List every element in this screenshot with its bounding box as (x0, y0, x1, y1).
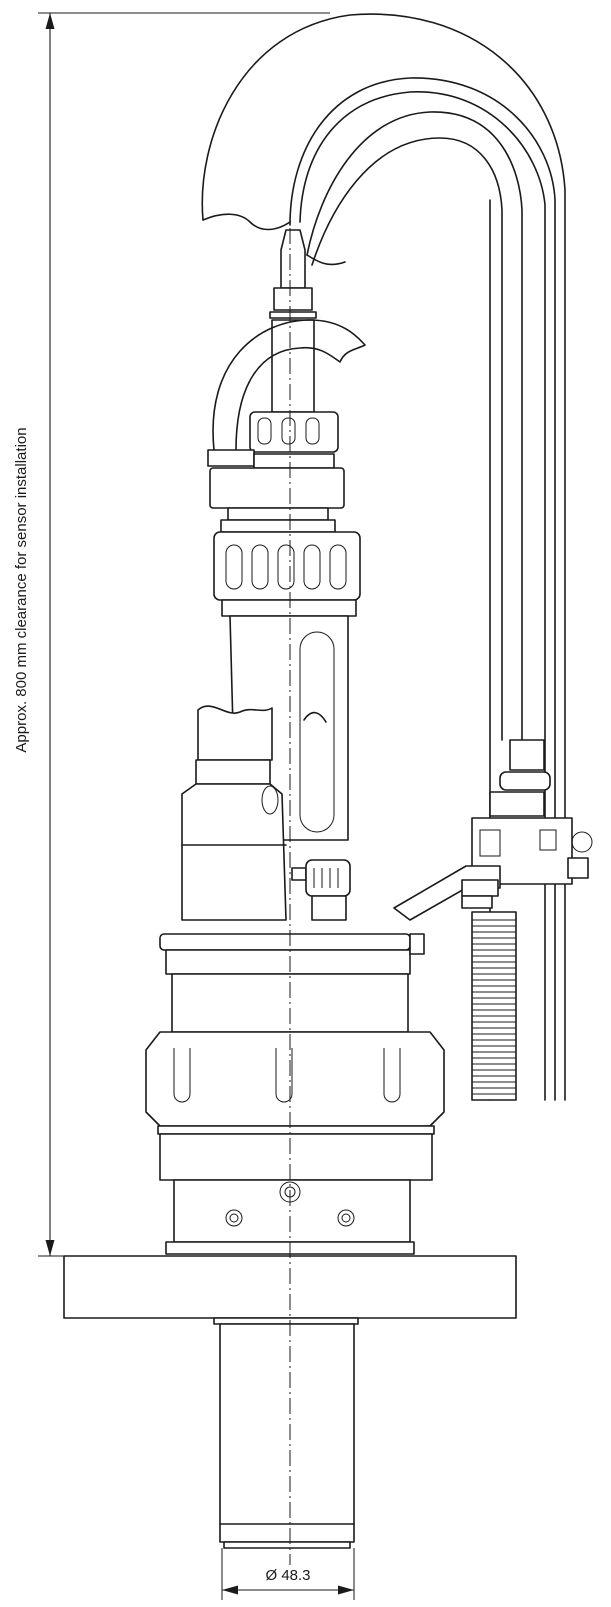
arrow-left-icon (222, 1585, 238, 1595)
main-collar (145, 933, 445, 1255)
arrow-right-icon (338, 1585, 354, 1595)
sensor-cable (201, 13, 566, 1101)
cable-hook (212, 319, 366, 451)
diameter-label: Ø 48.3 (265, 1567, 310, 1584)
diameter-dimension: Ø 48.3 (221, 1548, 355, 1600)
clearance-dimension: Approx. 800 mm clearance for sensor inst… (13, 12, 330, 1257)
cable-clamp (393, 739, 593, 921)
immersion-pipe (219, 1323, 355, 1549)
arrow-down-icon (45, 1240, 55, 1256)
clearance-label: Approx. 800 mm clearance for sensor inst… (13, 427, 30, 752)
sensor-cable-gland (269, 229, 317, 413)
upper-coupling (207, 411, 345, 509)
arrow-up-icon (45, 13, 55, 29)
valve-fitting (291, 859, 351, 921)
ribbed-strain-relief (471, 911, 517, 1101)
junction-box (181, 705, 287, 921)
